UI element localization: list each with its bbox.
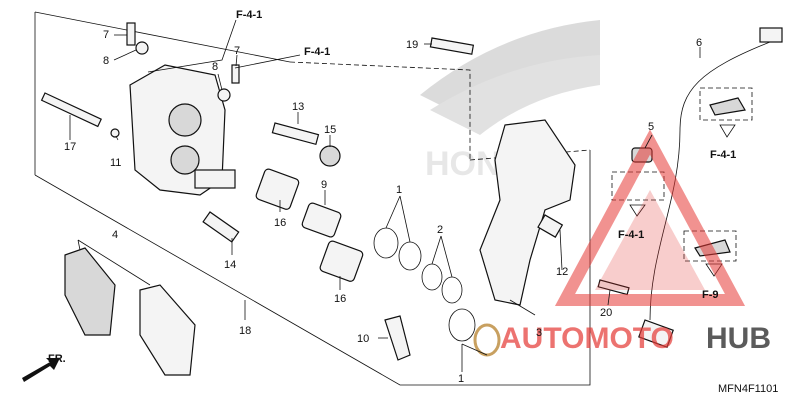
leader-lines (69, 19, 701, 372)
pad-spring-12 (537, 214, 564, 238)
callout-18: 18 (239, 325, 251, 337)
bleeder-cap-8a (135, 41, 149, 55)
reference-labels: F-4-1 F-4-1 F-4-1 F-4-1 F-9 (236, 9, 736, 301)
pin-bolt-13 (271, 122, 320, 146)
bleeder-cap-8b (217, 88, 231, 102)
ref-f9: F-9 (702, 289, 719, 301)
sensor-bolt-20 (597, 279, 630, 296)
callout-19: 19 (406, 39, 418, 51)
callout-labels: 7 8 7 8 17 11 13 15 9 16 14 16 1 2 1 4 1… (64, 29, 702, 385)
caliper-pin-17 (40, 92, 102, 128)
callout-15: 15 (324, 124, 336, 136)
watermark-text-hub: HUB (706, 322, 771, 355)
caliper-body (129, 64, 236, 196)
piston-seal-1b (448, 308, 501, 357)
callout-1b: 1 (458, 373, 464, 385)
wheel-speed-sensor-6 (638, 27, 783, 348)
retainer-10 (384, 315, 411, 361)
callout-16b: 16 (334, 293, 346, 305)
bolt-19 (429, 37, 475, 55)
callout-9: 9 (321, 179, 327, 191)
piston-seal-1a (373, 227, 422, 271)
callout-11: 11 (110, 157, 121, 169)
watermark-text-automoto: AUTOMOTO (500, 322, 674, 355)
callout-12: 12 (556, 266, 568, 278)
callout-10: 10 (357, 333, 369, 345)
automotohub-watermark: AUTOMOTO HUB (500, 129, 771, 355)
callout-13: 13 (292, 101, 304, 113)
callout-7a: 7 (103, 29, 109, 41)
boot-15 (319, 145, 341, 167)
dust-seal-2 (421, 263, 463, 304)
caliper-bracket-3 (479, 119, 576, 306)
callout-4: 4 (112, 229, 118, 241)
callout-14: 14 (224, 259, 236, 271)
front-direction-arrow: FR. (22, 353, 66, 382)
bleeder-screw-7b (231, 64, 240, 84)
ref-f41-right: F-4-1 (710, 149, 736, 161)
callout-17: 17 (64, 141, 76, 153)
ref-f41-center: F-4-1 (304, 46, 330, 58)
washer-11 (110, 128, 120, 138)
pin-bolt-14 (202, 211, 240, 243)
callout-3: 3 (536, 327, 542, 339)
callout-5: 5 (648, 121, 654, 133)
callout-1a: 1 (396, 184, 402, 196)
callout-8b: 8 (212, 61, 218, 73)
callout-16a: 16 (274, 217, 286, 229)
piston-9 (301, 202, 342, 238)
frame-code: MFN4F1101 (718, 383, 778, 395)
bleeder-screw-7a (126, 22, 136, 46)
clamp-inset-f41-top (699, 87, 753, 138)
piston-16b (319, 240, 364, 282)
front-direction-label: FR. (48, 353, 66, 365)
callout-20: 20 (600, 307, 612, 319)
callout-8a: 8 (103, 55, 109, 67)
caliper-assembly-outline (34, 11, 591, 386)
callout-7b: 7 (234, 45, 240, 57)
ref-f41-top-left: F-4-1 (236, 9, 262, 21)
piston-16a (255, 168, 300, 210)
brake-pads-4 (64, 247, 196, 376)
ref-f41-mid: F-4-1 (618, 229, 644, 241)
callout-2: 2 (437, 224, 443, 236)
callout-6: 6 (696, 37, 702, 49)
